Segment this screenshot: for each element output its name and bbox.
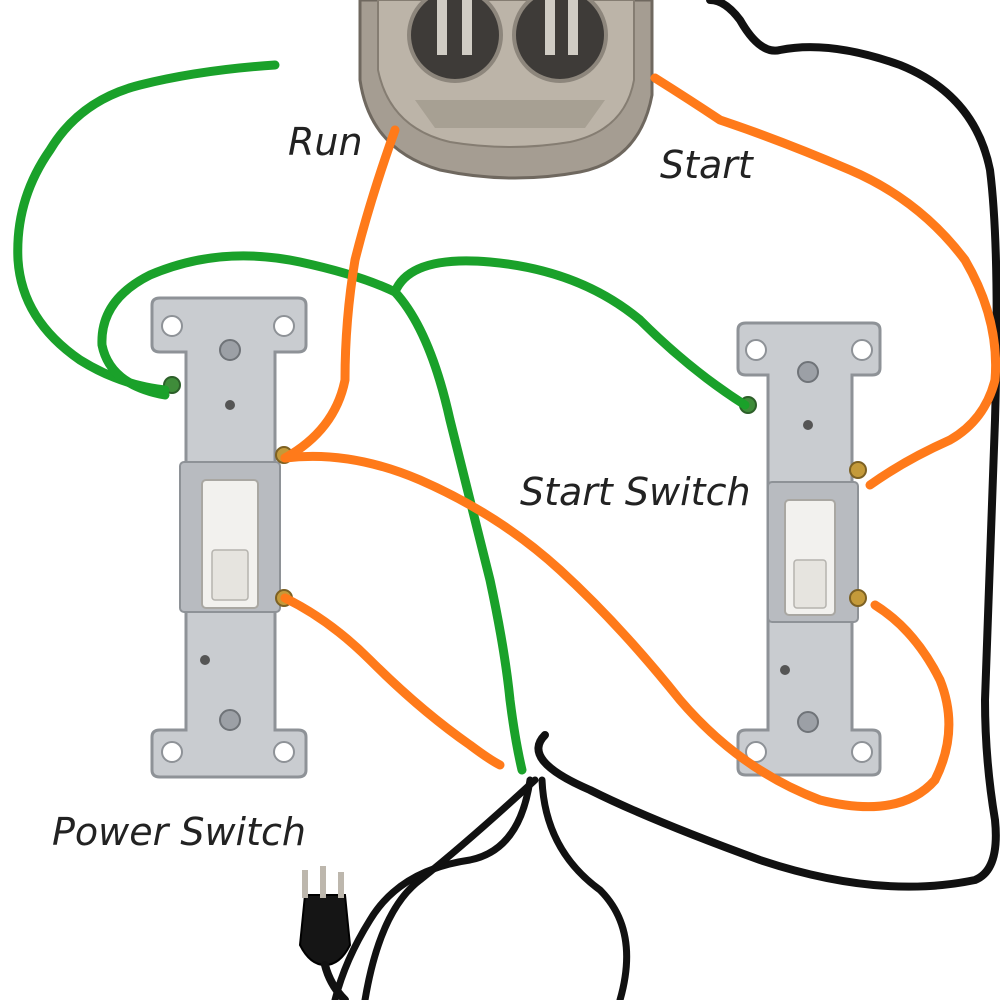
green-wires bbox=[13, 60, 750, 775]
start-switch-icon bbox=[736, 321, 882, 777]
power-switch-icon bbox=[150, 296, 308, 779]
power-switch-label: Power Switch bbox=[52, 810, 306, 854]
start-label: Start bbox=[660, 143, 755, 187]
capacitor-icon bbox=[358, 0, 654, 180]
black-wire bbox=[534, 0, 1000, 891]
orange-wires bbox=[280, 73, 1000, 812]
start-switch-label: Start Switch bbox=[520, 470, 751, 514]
run-label: Run bbox=[288, 120, 363, 164]
power-plug-icon bbox=[298, 866, 352, 1000]
power-cord bbox=[331, 776, 631, 1000]
